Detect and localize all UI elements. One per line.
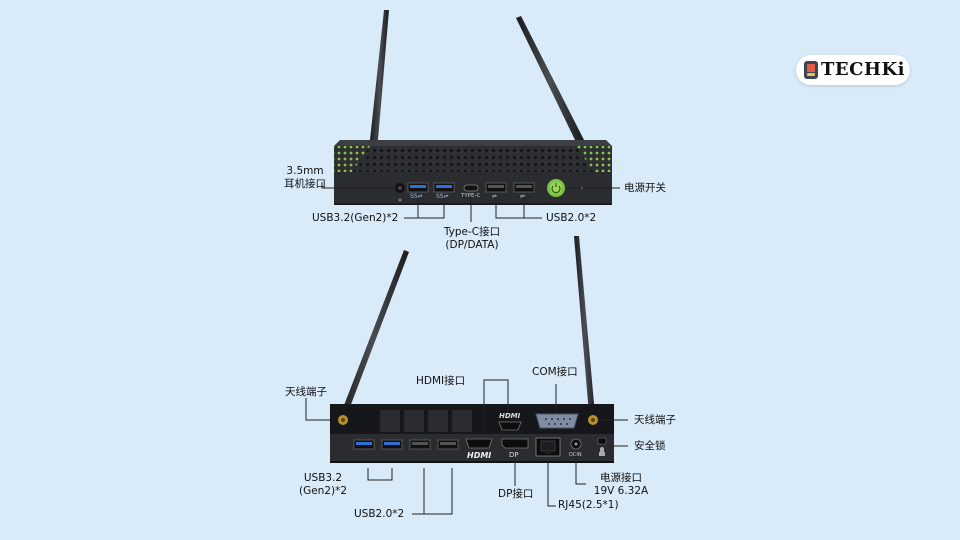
dp-label: DP接口 <box>498 488 534 500</box>
hdmi-bottom-port <box>465 438 493 449</box>
usb32-label: USB3.2(Gen2)*2 <box>312 212 399 224</box>
top-lid <box>334 140 612 146</box>
top-device <box>334 10 612 205</box>
audio-jack-label-line1: 3.5mm <box>286 165 324 177</box>
usb32-mark-b: SS⇌ <box>436 193 449 200</box>
dp-port <box>501 438 529 449</box>
brand-logo-text: TECHKi <box>821 59 905 80</box>
bottom-usb32-label-line2: (Gen2)*2 <box>298 485 348 497</box>
antenna-right-label: 天线端子 <box>634 414 676 426</box>
dc-mark: DCIN <box>569 452 582 458</box>
top-leader-lines <box>321 182 620 222</box>
bottom-leader-lines <box>305 379 628 515</box>
bottom-antenna-right <box>574 236 596 426</box>
typec-label-line2: (DP/DATA) <box>445 239 499 251</box>
power-in-label: 电源接口 19V 6.32A <box>588 472 654 498</box>
antenna-left-label: 天线端子 <box>285 386 327 398</box>
phone-icon <box>804 61 818 79</box>
bottom-antenna-left <box>336 250 409 428</box>
usb32-mark-a: SS⇌ <box>410 193 423 200</box>
hdmi-label: HDMI接口 <box>416 375 466 387</box>
hdmi-top-mark: HDMI <box>499 412 521 420</box>
typec-label-line1: Type-C接口 <box>443 226 501 238</box>
rj45-label: RJ45(2.5*1) <box>558 499 619 511</box>
power-switch-label: 电源开关 <box>624 182 666 194</box>
usb20-mark-a: ⇌ <box>492 193 498 200</box>
typec-label: Type-C接口 (DP/DATA) <box>436 226 508 252</box>
com-label: COM接口 <box>532 366 578 378</box>
power-in-label-line2: 19V 6.32A <box>593 485 649 497</box>
usb20-label: USB2.0*2 <box>546 212 597 224</box>
audio-jack-label: 3.5mm 耳机接口 <box>282 165 328 191</box>
top-grille <box>334 146 612 172</box>
usb20-mark-b: ⇌ <box>520 193 526 200</box>
bottom-usb32-label-line1: USB3.2 <box>303 472 343 484</box>
hdmi-top-port <box>498 421 522 431</box>
bottom-device <box>330 236 614 463</box>
bottom-usb32-label: USB3.2 (Gen2)*2 <box>292 472 354 498</box>
power-in-label-line1: 电源接口 <box>600 472 642 484</box>
audio-jack-label-line2: 耳机接口 <box>284 178 326 190</box>
com-port <box>535 413 579 429</box>
bottom-usb20-label: USB2.0*2 <box>354 508 405 520</box>
top-antenna-left <box>370 10 389 140</box>
typec-mark: TYPE-C <box>461 193 481 199</box>
dp-mark: DP <box>509 451 519 459</box>
hdmi-bottom-mark: HDMI <box>467 451 492 460</box>
security-lock-slot <box>597 437 607 445</box>
typec-port <box>463 184 479 192</box>
brand-logo: TECHKi <box>796 55 910 85</box>
top-antenna-right <box>516 16 584 142</box>
security-lock-label: 安全锁 <box>634 440 666 452</box>
